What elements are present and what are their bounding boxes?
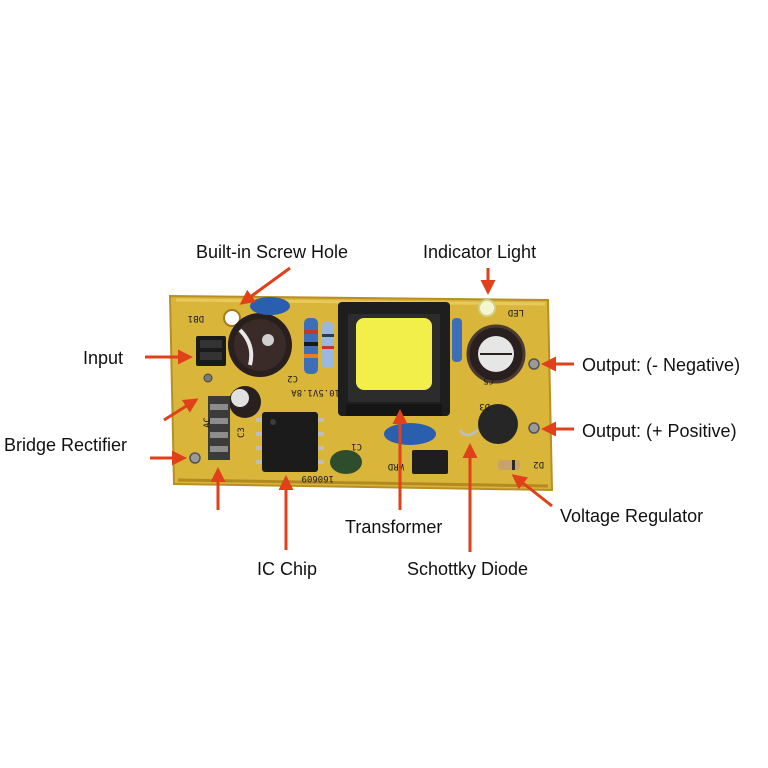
label-output-positive: Output: (+ Positive) xyxy=(582,421,737,441)
arrow-screw-hole xyxy=(239,266,291,305)
label-voltage-regulator: Voltage Regulator xyxy=(560,506,703,526)
silk-d2: D2 xyxy=(533,459,544,469)
capacitor-c2 xyxy=(228,313,292,377)
ceramic-capacitor-top xyxy=(250,297,290,315)
label-indicator-light: Indicator Light xyxy=(423,242,536,262)
silk-c2: C2 xyxy=(287,373,298,383)
resistors xyxy=(304,318,334,374)
silk-part-number: 10.5V1.8A xyxy=(291,387,340,397)
label-output-negative: Output: (- Negative) xyxy=(582,355,740,375)
smd-component xyxy=(412,450,448,474)
label-schottky-diode: Schottky Diode xyxy=(407,559,528,579)
bridge-rectifier xyxy=(208,396,230,460)
arrow-bridge-rectifier-1 xyxy=(163,398,199,422)
label-built-in-screw-hole: Built-in Screw Hole xyxy=(196,242,348,262)
capacitor-c5 xyxy=(466,324,526,384)
silk-date-code: 160609 xyxy=(301,473,334,483)
screw-hole xyxy=(223,309,241,327)
silk-ac: AC xyxy=(203,417,213,428)
capacitor-c3 xyxy=(229,386,261,418)
callout-arrows xyxy=(145,266,574,552)
silk-c1: C1 xyxy=(351,441,362,451)
input-connector xyxy=(196,336,226,366)
silk-d3: D3 xyxy=(479,401,490,411)
voltage-regulator xyxy=(458,404,518,444)
silkscreen: DB1 C2 C3 AC C5 C1 D2 D3 LED 10.5V1.8A 1… xyxy=(188,307,544,483)
solder-pads xyxy=(189,358,540,464)
small-diode xyxy=(452,318,462,362)
callout-labels: Built-in Screw Hole Indicator Light Inpu… xyxy=(4,242,740,579)
ceramic-capacitor-bottom xyxy=(384,423,436,445)
silk-vendor: WRD xyxy=(388,461,404,471)
schottky-diode xyxy=(498,460,520,470)
label-transformer: Transformer xyxy=(345,517,442,537)
label-bridge-rectifier: Bridge Rectifier xyxy=(4,435,127,455)
transformer xyxy=(338,302,450,416)
silk-c3: C3 xyxy=(237,427,247,438)
indicator-led xyxy=(478,299,496,317)
inductor xyxy=(330,450,362,474)
silk-db1: DB1 xyxy=(188,313,204,323)
label-ic-chip: IC Chip xyxy=(257,559,317,579)
silk-c5: C5 xyxy=(483,375,494,385)
label-input: Input xyxy=(83,348,123,368)
arrow-voltage-regulator xyxy=(511,474,553,508)
silk-led: LED xyxy=(508,307,524,317)
ic-chip xyxy=(256,412,324,472)
